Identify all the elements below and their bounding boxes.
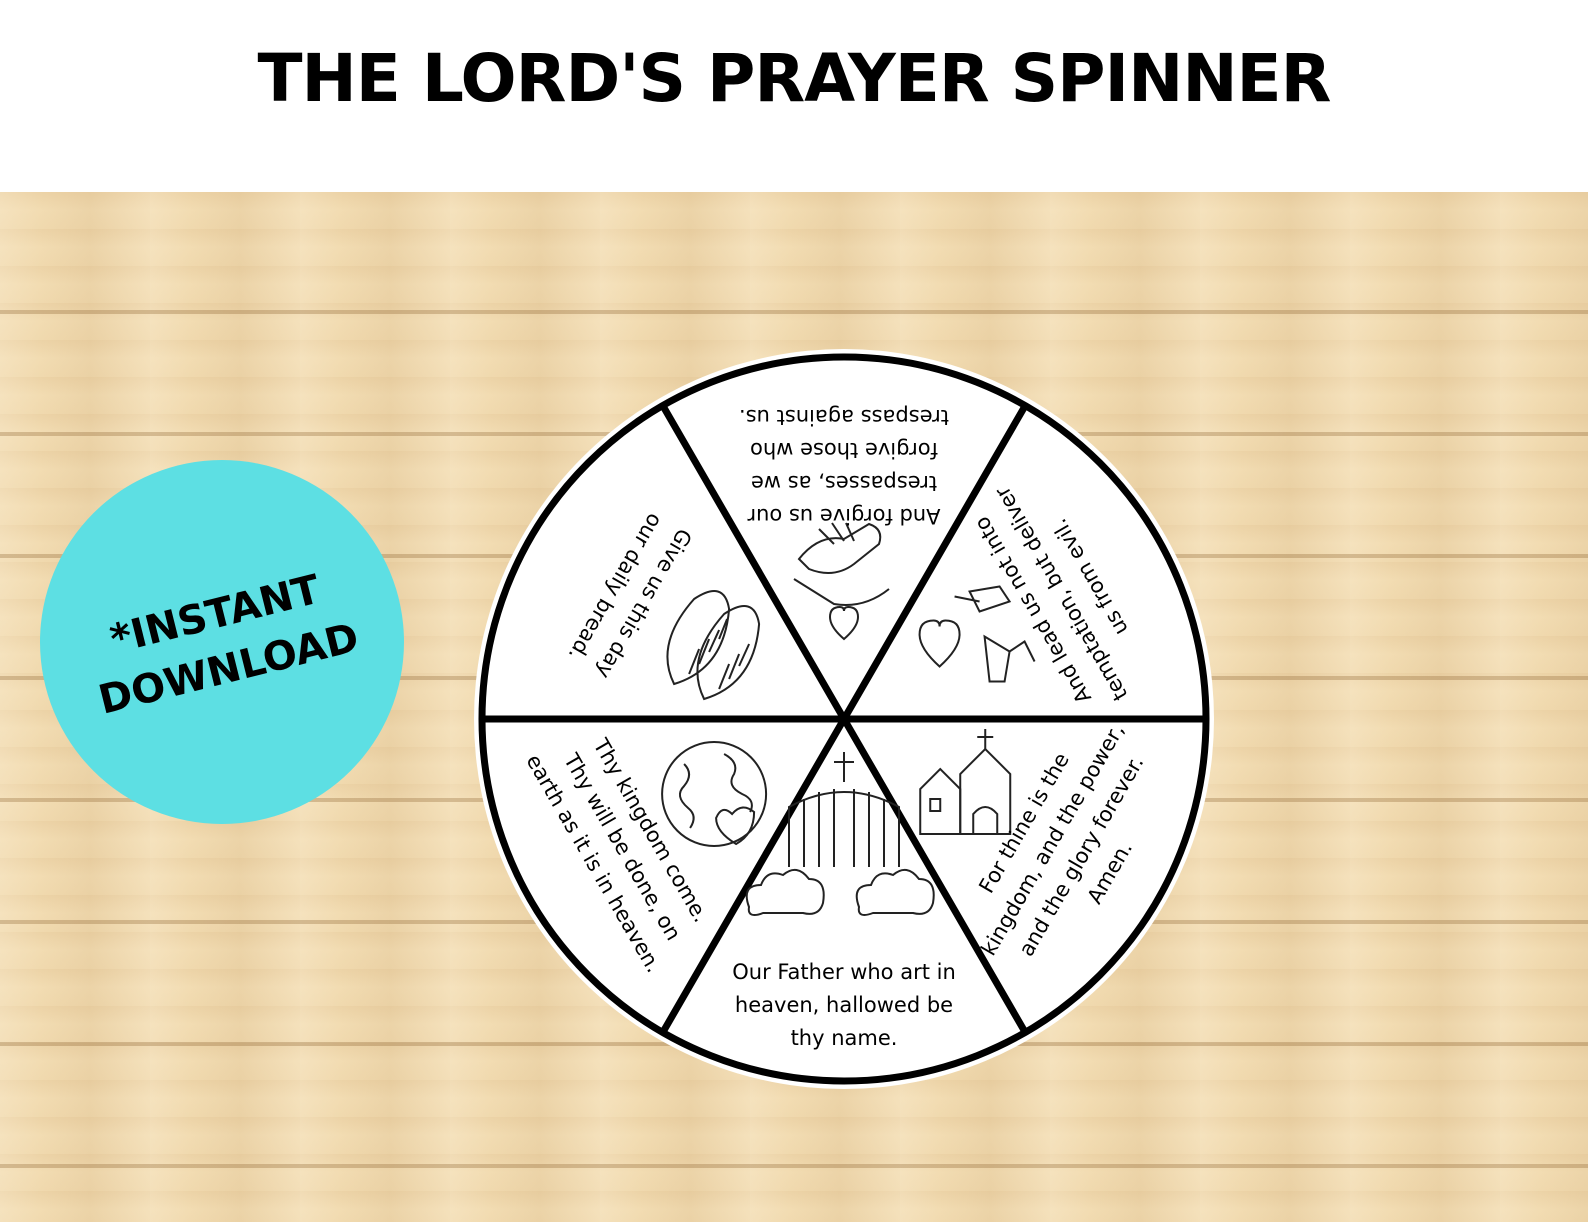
segment-forgive-line-1: And forgive us our xyxy=(747,504,940,528)
spinner-center xyxy=(840,715,848,723)
segment-forgive-line-3: forgive those who xyxy=(750,438,938,462)
church-icon xyxy=(919,729,1012,835)
segment-heaven: Our Father who art in heaven, hallowed b… xyxy=(732,752,956,1050)
instant-download-badge: *INSTANT DOWNLOAD xyxy=(40,460,404,824)
bread-icon xyxy=(666,590,761,701)
hands-heart-icon xyxy=(918,585,1036,683)
heaven-gate-icon xyxy=(745,752,935,916)
segment-forgive-line-4: trespass against us. xyxy=(739,405,949,429)
segment-heaven-line-3: thy name. xyxy=(791,1026,898,1050)
handshake-heart-icon xyxy=(793,522,890,641)
segment-forgive: And forgive us our trespasses, as we for… xyxy=(739,405,949,641)
title-bar: THE LORD'S PRAYER SPINNER xyxy=(0,0,1588,192)
segment-forgive-line-2: trespasses, as we xyxy=(751,471,937,495)
globe-heart-icon xyxy=(661,741,768,847)
page-title: THE LORD'S PRAYER SPINNER xyxy=(257,40,1332,117)
segment-heaven-line-2: heaven, hallowed be xyxy=(735,993,953,1017)
segment-heaven-line-1: Our Father who art in xyxy=(732,960,956,984)
